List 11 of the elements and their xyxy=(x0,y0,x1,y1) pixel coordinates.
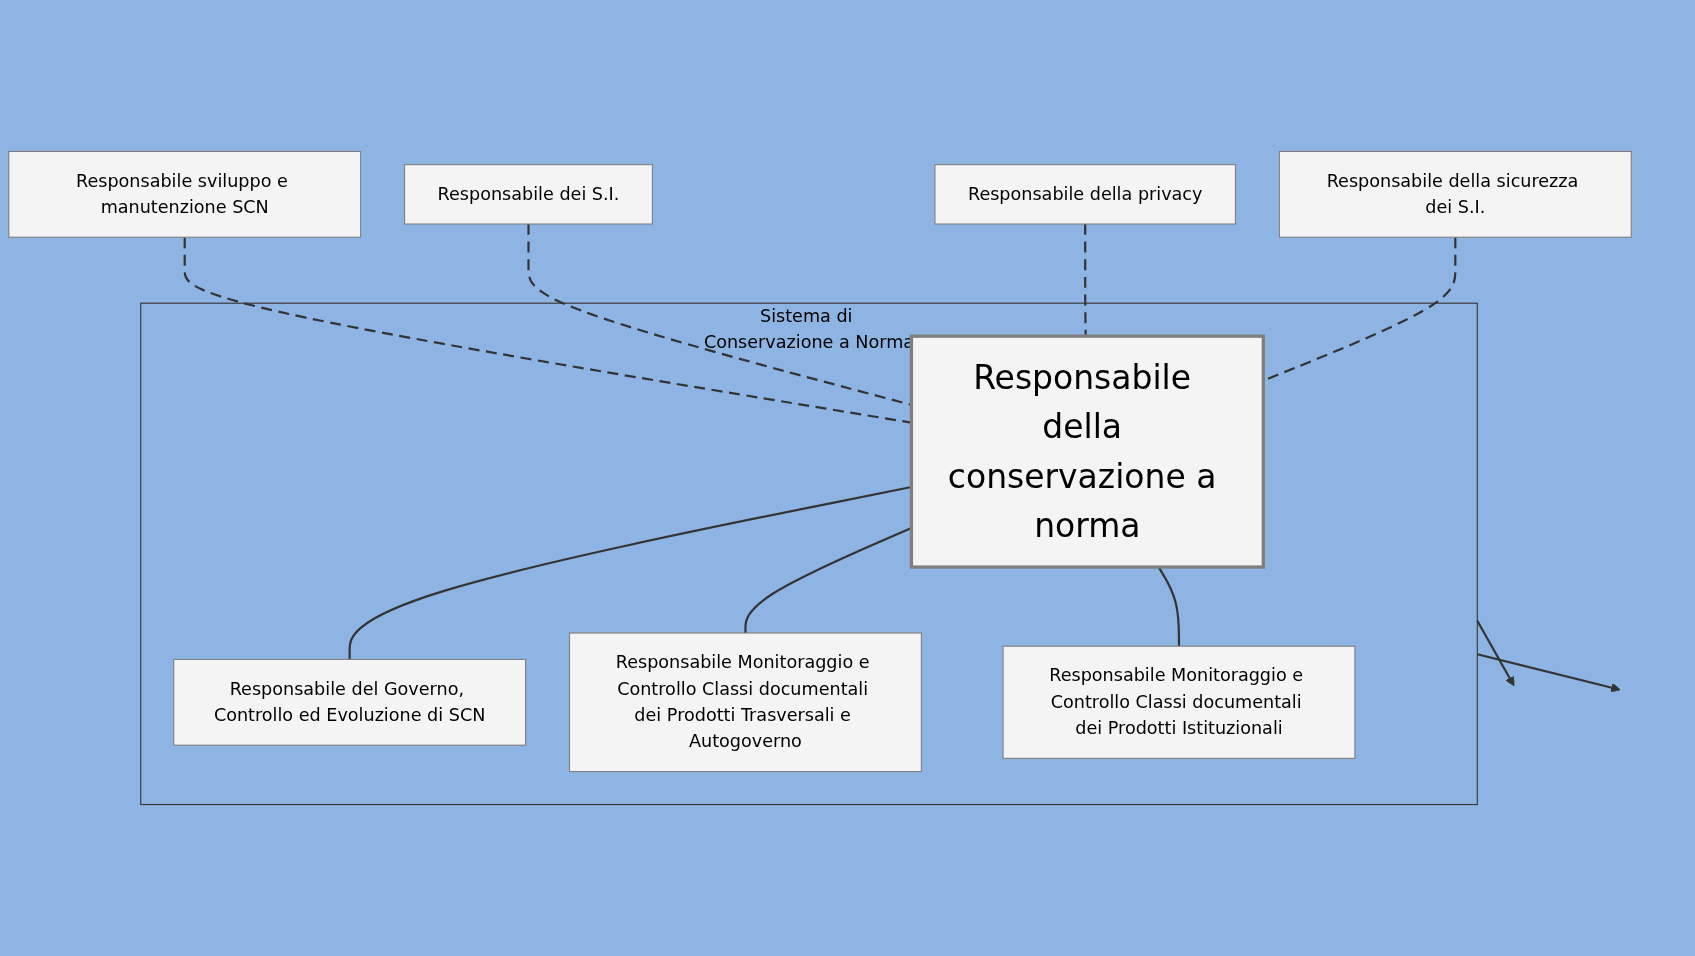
node-box: Responsabile della privacy xyxy=(934,164,1236,225)
node-box: Responsabile sviluppo e manutenzione SCN xyxy=(8,150,362,238)
node-box: Responsabile della conservazione a norma xyxy=(909,334,1265,569)
node-box: Responsabile del Governo, Controllo ed Evoluzione di SCN xyxy=(173,658,527,746)
node-box: Responsabile della sicurezza dei S.I. xyxy=(1278,150,1632,238)
node-box: Responsabile dei S.I. xyxy=(404,164,653,225)
arrow xyxy=(1477,653,1621,693)
arrow xyxy=(1476,620,1515,687)
node-box: Responsabile Monitoraggio e Controllo Classi documentali dei Prodotti Trasversali e Autogoverno xyxy=(568,632,922,773)
node-box: Responsabile Monitoraggio e Controllo Classi documentali dei Prodotti Istituzionali xyxy=(1002,645,1356,759)
connector xyxy=(1084,224,1087,337)
